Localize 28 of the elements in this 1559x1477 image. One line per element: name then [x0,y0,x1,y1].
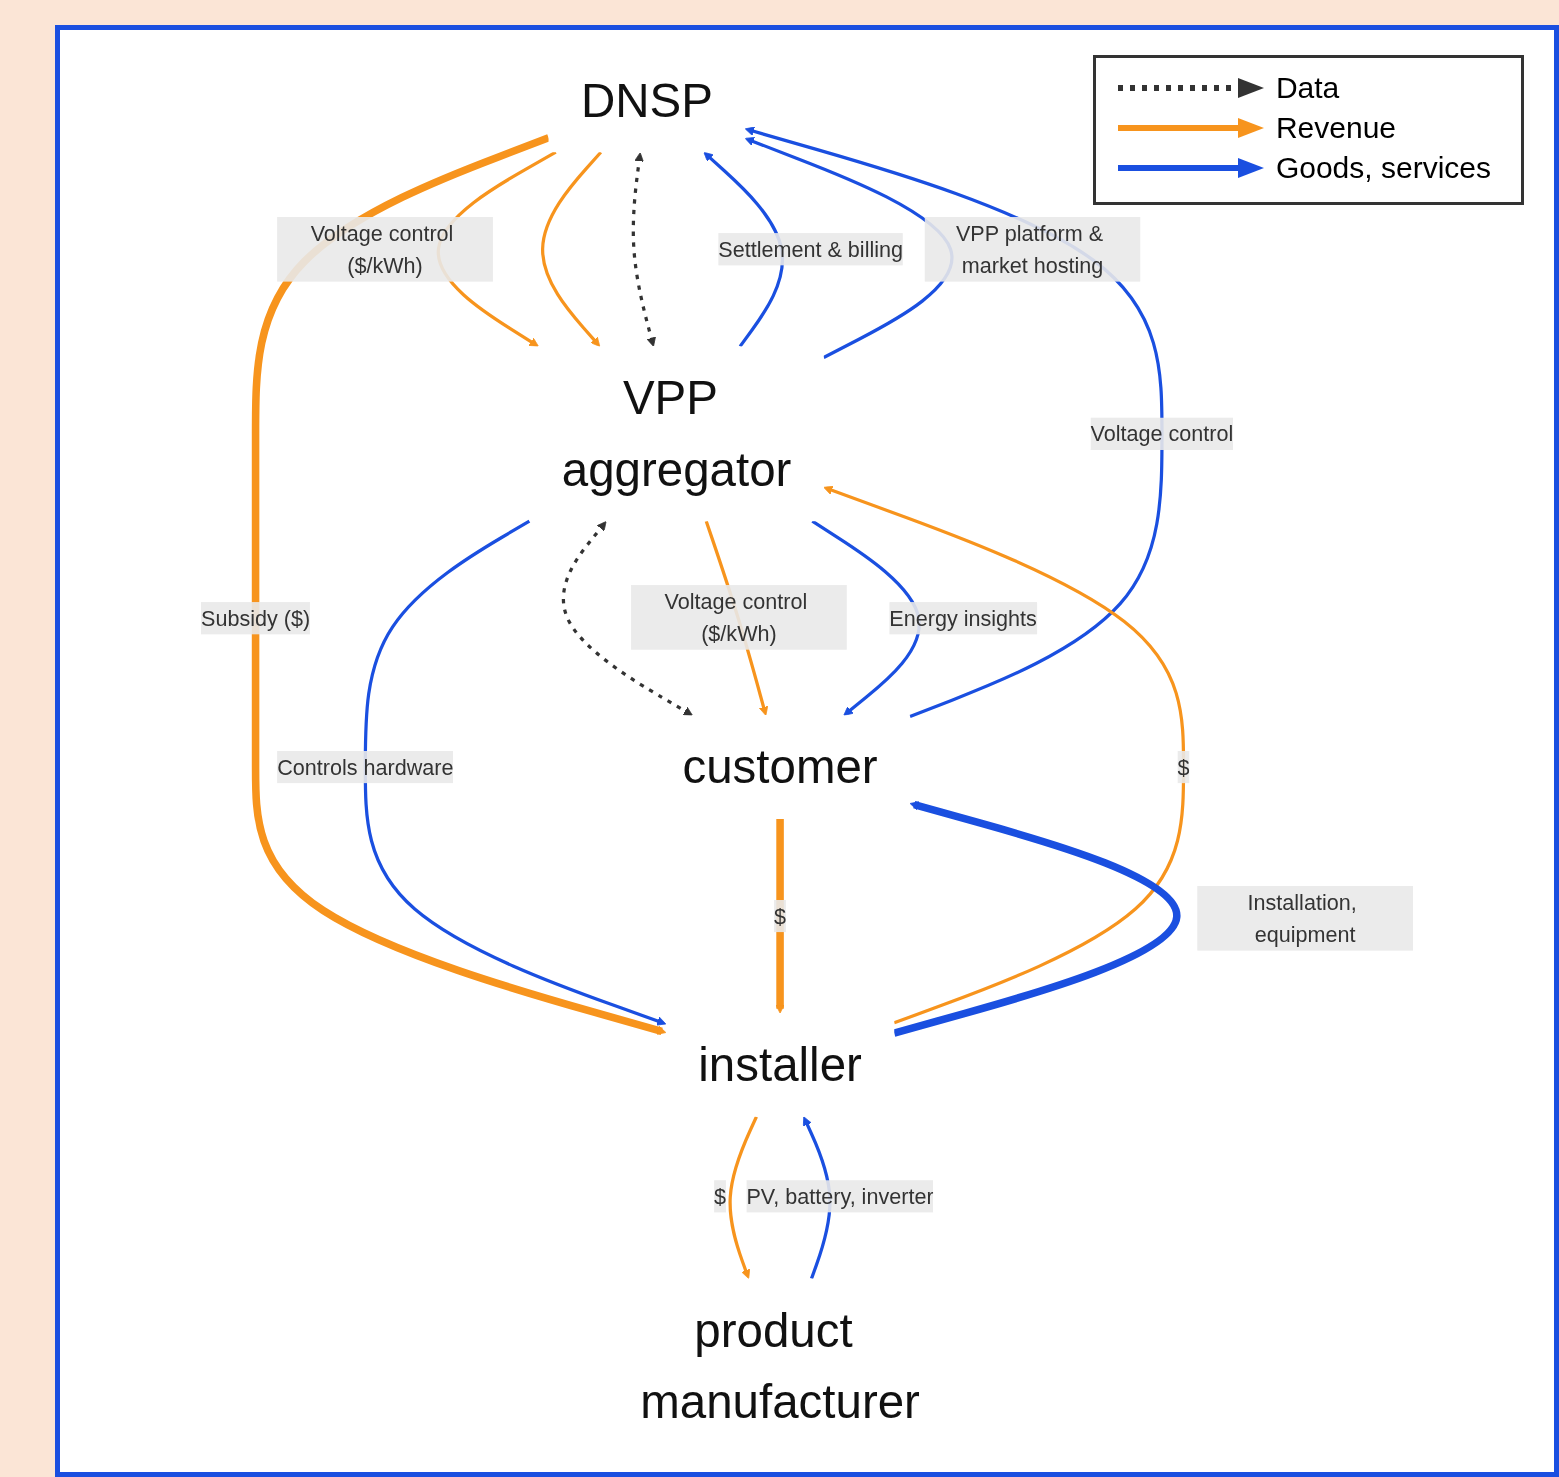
edge-label: $ [714,1184,727,1209]
arrow [823,485,1186,1025]
arrow [363,519,667,1026]
node-text: product manufacturer [640,1303,920,1428]
edge-label: Energy insights [889,606,1037,631]
node-text: VPP aggregator [561,371,792,496]
edge-label: $ [774,904,787,928]
edge-label: $ [1177,755,1190,780]
node-text: customer [682,740,878,794]
edge-label: Voltage control ($/kWh) [664,589,808,646]
node-text: installer [698,1037,862,1091]
arrow [251,134,667,1035]
legend-label: Revenue [1275,110,1396,146]
edge-label: Controls hardware [277,755,454,780]
legend-label: Data [1275,70,1340,106]
edge-label: Settlement & billing [718,237,904,262]
edge-label: Subsidy ($) [201,606,311,631]
arrow [728,1116,758,1279]
legend-label: Goods, services [1275,150,1491,186]
edge-label: PV, battery, inverter [746,1184,934,1209]
arrow [631,152,656,347]
edge-label: Installation, equipment [1247,890,1357,947]
node-text: DNSP [580,73,713,127]
edge-label: VPP platform & market hosting [955,221,1104,278]
edge-label: Voltage control [1090,421,1234,446]
arrow [541,151,603,347]
edge-label: Voltage control ($/kWh) [310,221,454,278]
arrow [561,521,693,716]
